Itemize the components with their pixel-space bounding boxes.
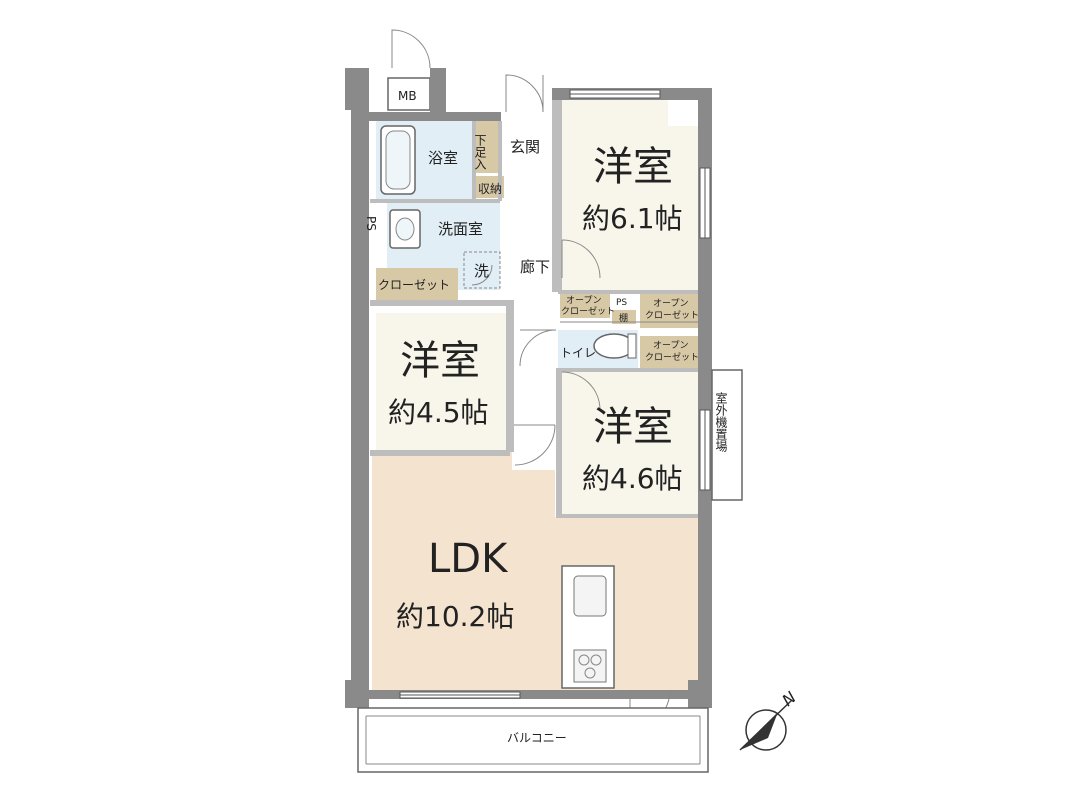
open-closet-c-label-1: オープン — [653, 340, 688, 351]
entrance-floor — [501, 121, 556, 176]
storage-fill — [476, 176, 504, 198]
washer-pan-icon — [463, 251, 501, 289]
western-room-1-floor — [562, 100, 698, 292]
open-closet-c-fill — [640, 336, 698, 370]
stove-icon — [573, 649, 607, 683]
western-room-2-floor — [376, 313, 506, 450]
mb-label: MB — [398, 89, 417, 103]
room-name-western-3: 洋室 — [593, 404, 673, 450]
balcony-area — [357, 707, 709, 773]
balcony-label: バルコニー — [507, 731, 567, 745]
outdoor-unit-area — [711, 369, 743, 501]
open-closet-a-fill — [560, 294, 610, 318]
corridor-label: 廊下 — [520, 258, 550, 276]
room-name-western-1: 洋室 — [593, 144, 673, 190]
outer-walls — [345, 68, 712, 708]
room-size-western-1: 約6.1帖 — [582, 202, 683, 235]
open-closet-a-label-2: クローゼット — [561, 305, 615, 317]
shoe-storage-label: 下足入 — [473, 134, 487, 170]
floor-fills — [372, 100, 698, 690]
ps-left-label: PS — [364, 216, 378, 231]
ldk-floor — [372, 452, 698, 690]
open-closet-b-label-2: クローゼット — [645, 309, 699, 321]
open-closet-c-label-2: クローゼット — [645, 351, 699, 363]
shelf-fill — [612, 310, 636, 324]
room-name-western-2: 洋室 — [400, 338, 480, 384]
room-name-ldk: LDK — [428, 536, 509, 582]
corridor-floor — [516, 176, 556, 426]
western-room-3-floor — [560, 372, 698, 514]
shelf-label: 棚 — [619, 312, 628, 324]
entrance-label: 玄関 — [510, 138, 540, 156]
mb-box — [387, 77, 431, 111]
north-label: N — [778, 688, 799, 710]
washer-label: 洗 — [474, 262, 489, 280]
fixtures — [357, 125, 743, 773]
outdoor-unit-label: 室外機置場 — [714, 391, 728, 453]
washroom-label: 洗面室 — [438, 220, 483, 238]
room-size-ldk: 約10.2帖 — [396, 600, 514, 633]
closet-label: クローゼット — [378, 278, 450, 292]
open-closet-a-label-1: オープン — [566, 295, 601, 306]
open-closet-b-label-1: オープン — [653, 298, 688, 309]
north-arrow: N — [739, 688, 800, 751]
closet-fill — [376, 268, 458, 300]
bathroom-label: 浴室 — [428, 149, 458, 167]
storage-label: 収納 — [478, 182, 502, 196]
room-size-western-3: 約4.6帖 — [582, 462, 683, 495]
room-size-western-2: 約4.5帖 — [388, 396, 489, 429]
ps-mid-label: PS — [616, 298, 627, 308]
windows — [399, 89, 711, 699]
sink-icon — [573, 575, 607, 617]
toilet-label: トイレ — [560, 346, 596, 360]
shoe-storage-fill — [476, 121, 498, 173]
